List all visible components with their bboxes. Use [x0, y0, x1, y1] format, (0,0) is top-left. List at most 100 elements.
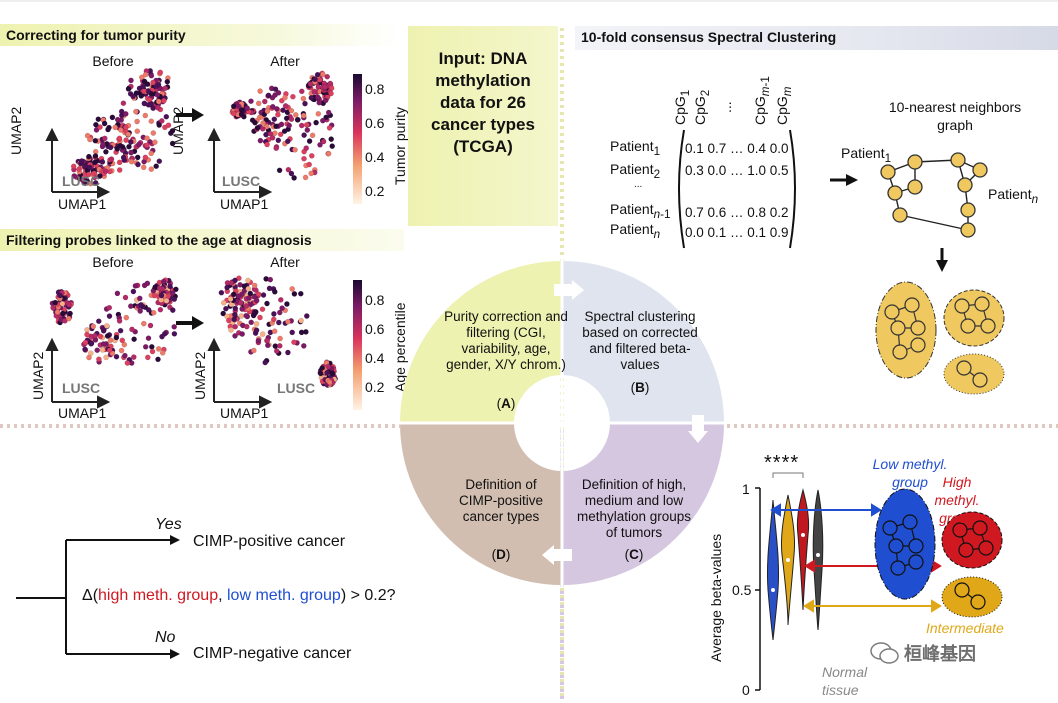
umap-point — [70, 163, 77, 170]
umap-point — [59, 310, 66, 317]
umap-point — [120, 154, 127, 161]
umap-point — [288, 107, 295, 114]
umap-point — [262, 359, 269, 366]
age-before-scatter — [49, 277, 179, 366]
purity-before-ylabel: UMAP2 — [8, 106, 24, 155]
matrix-to-graph-arrow — [830, 174, 858, 186]
workflow-wheel — [397, 258, 727, 588]
umap-point — [289, 286, 296, 292]
umap-point — [101, 120, 108, 127]
umap-point — [90, 323, 97, 330]
umap-point — [277, 296, 284, 303]
umap-point — [150, 105, 156, 112]
umap-point — [253, 327, 260, 334]
umap-point — [100, 341, 107, 347]
umap-point — [308, 152, 315, 159]
umap-point — [133, 90, 140, 96]
wheel-c-text: Definition of high, medium and low methy… — [576, 477, 692, 540]
wechat-icon — [870, 642, 899, 664]
umap-point — [86, 354, 92, 361]
umap-point — [91, 170, 97, 177]
watermark: 桓峰基因 — [870, 640, 976, 666]
umap-point — [145, 335, 152, 342]
umap-point — [309, 132, 316, 139]
decision-tree — [16, 535, 180, 659]
umap-point — [95, 318, 102, 325]
umap-point — [114, 290, 121, 297]
umap-point — [308, 94, 315, 101]
umap-point — [92, 137, 99, 144]
umap-point — [133, 108, 139, 115]
umap-point — [303, 145, 310, 151]
umap-point — [82, 339, 89, 346]
umap-point — [122, 294, 129, 301]
umap-point — [142, 71, 149, 78]
umap-point — [142, 112, 149, 119]
umap-point — [300, 112, 307, 119]
umap-point — [100, 141, 106, 148]
umap-point — [324, 73, 331, 80]
umap-point — [245, 285, 252, 292]
age-after-xlabel: UMAP1 — [220, 405, 269, 421]
wheel-b-tag: (B) — [630, 380, 650, 395]
violin-low-label: Low methyl. group — [872, 456, 948, 490]
violin-ytick-05: 0.5 — [732, 582, 752, 598]
umap-point — [285, 166, 292, 173]
umap-point — [144, 142, 150, 149]
umap-point — [92, 179, 99, 186]
umap-point — [260, 120, 266, 126]
umap-point — [302, 174, 309, 181]
umap-point — [277, 335, 283, 342]
umap-point — [300, 343, 307, 349]
umap-point — [322, 97, 329, 104]
umap-point — [276, 342, 283, 349]
knn-graph-patient1: Patient1 — [841, 145, 892, 165]
decision-no: No — [155, 629, 176, 646]
umap-point — [169, 307, 176, 313]
umap-point — [269, 134, 276, 141]
umap-point — [150, 309, 157, 316]
umap-point — [155, 346, 162, 352]
umap-point — [145, 306, 152, 313]
umap-point — [128, 77, 134, 84]
age-umap-plots — [45, 275, 362, 410]
umap-point — [123, 137, 129, 143]
matrix-row-labels: Patient1 Patient2 ... Patientn-1 Patient… — [610, 138, 670, 241]
umap-point — [246, 295, 252, 301]
umap-point — [298, 122, 305, 129]
umap-point — [137, 308, 144, 314]
umap-point — [328, 85, 335, 92]
umap-point — [291, 291, 298, 297]
violin-ytick-0: 0 — [742, 682, 750, 698]
age-after-cancer: LUSC — [277, 380, 316, 396]
umap-point — [266, 285, 273, 292]
umap-point — [298, 329, 305, 336]
row-label-patient2: Patient2 — [610, 161, 661, 181]
umap-point — [148, 343, 155, 350]
col-header-cpg1: CpG1 — [672, 89, 692, 125]
umap-point — [86, 164, 93, 171]
age-panel-title: Filtering probes linked to the age at di… — [0, 229, 404, 251]
purity-after-ylabel: UMAP2 — [170, 106, 186, 155]
umap-point — [124, 360, 131, 366]
wheel-b-text: Spectral clustering based on corrected a… — [582, 309, 698, 372]
umap-point — [232, 305, 239, 312]
umap-point — [173, 286, 179, 293]
umap-point — [243, 312, 250, 319]
umap-point — [87, 136, 93, 143]
col-header-cpgm1: CpGm-1 — [752, 76, 772, 125]
umap-point — [303, 122, 310, 128]
umap-point — [136, 295, 143, 302]
violin-normal — [812, 489, 824, 631]
purity-before-cancer: LUSC — [62, 173, 101, 189]
umap-point — [302, 100, 308, 107]
umap-point — [308, 170, 315, 177]
violin-ylabel: Average beta-values — [708, 533, 724, 662]
umap-point — [261, 98, 268, 105]
umap-point — [103, 354, 109, 361]
age-after-ylabel: UMAP2 — [192, 351, 208, 400]
umap-point — [263, 123, 270, 130]
violin-intermediate-label: Intermediate — [926, 620, 1004, 636]
umap-point — [107, 144, 114, 151]
umap-point — [52, 299, 59, 306]
